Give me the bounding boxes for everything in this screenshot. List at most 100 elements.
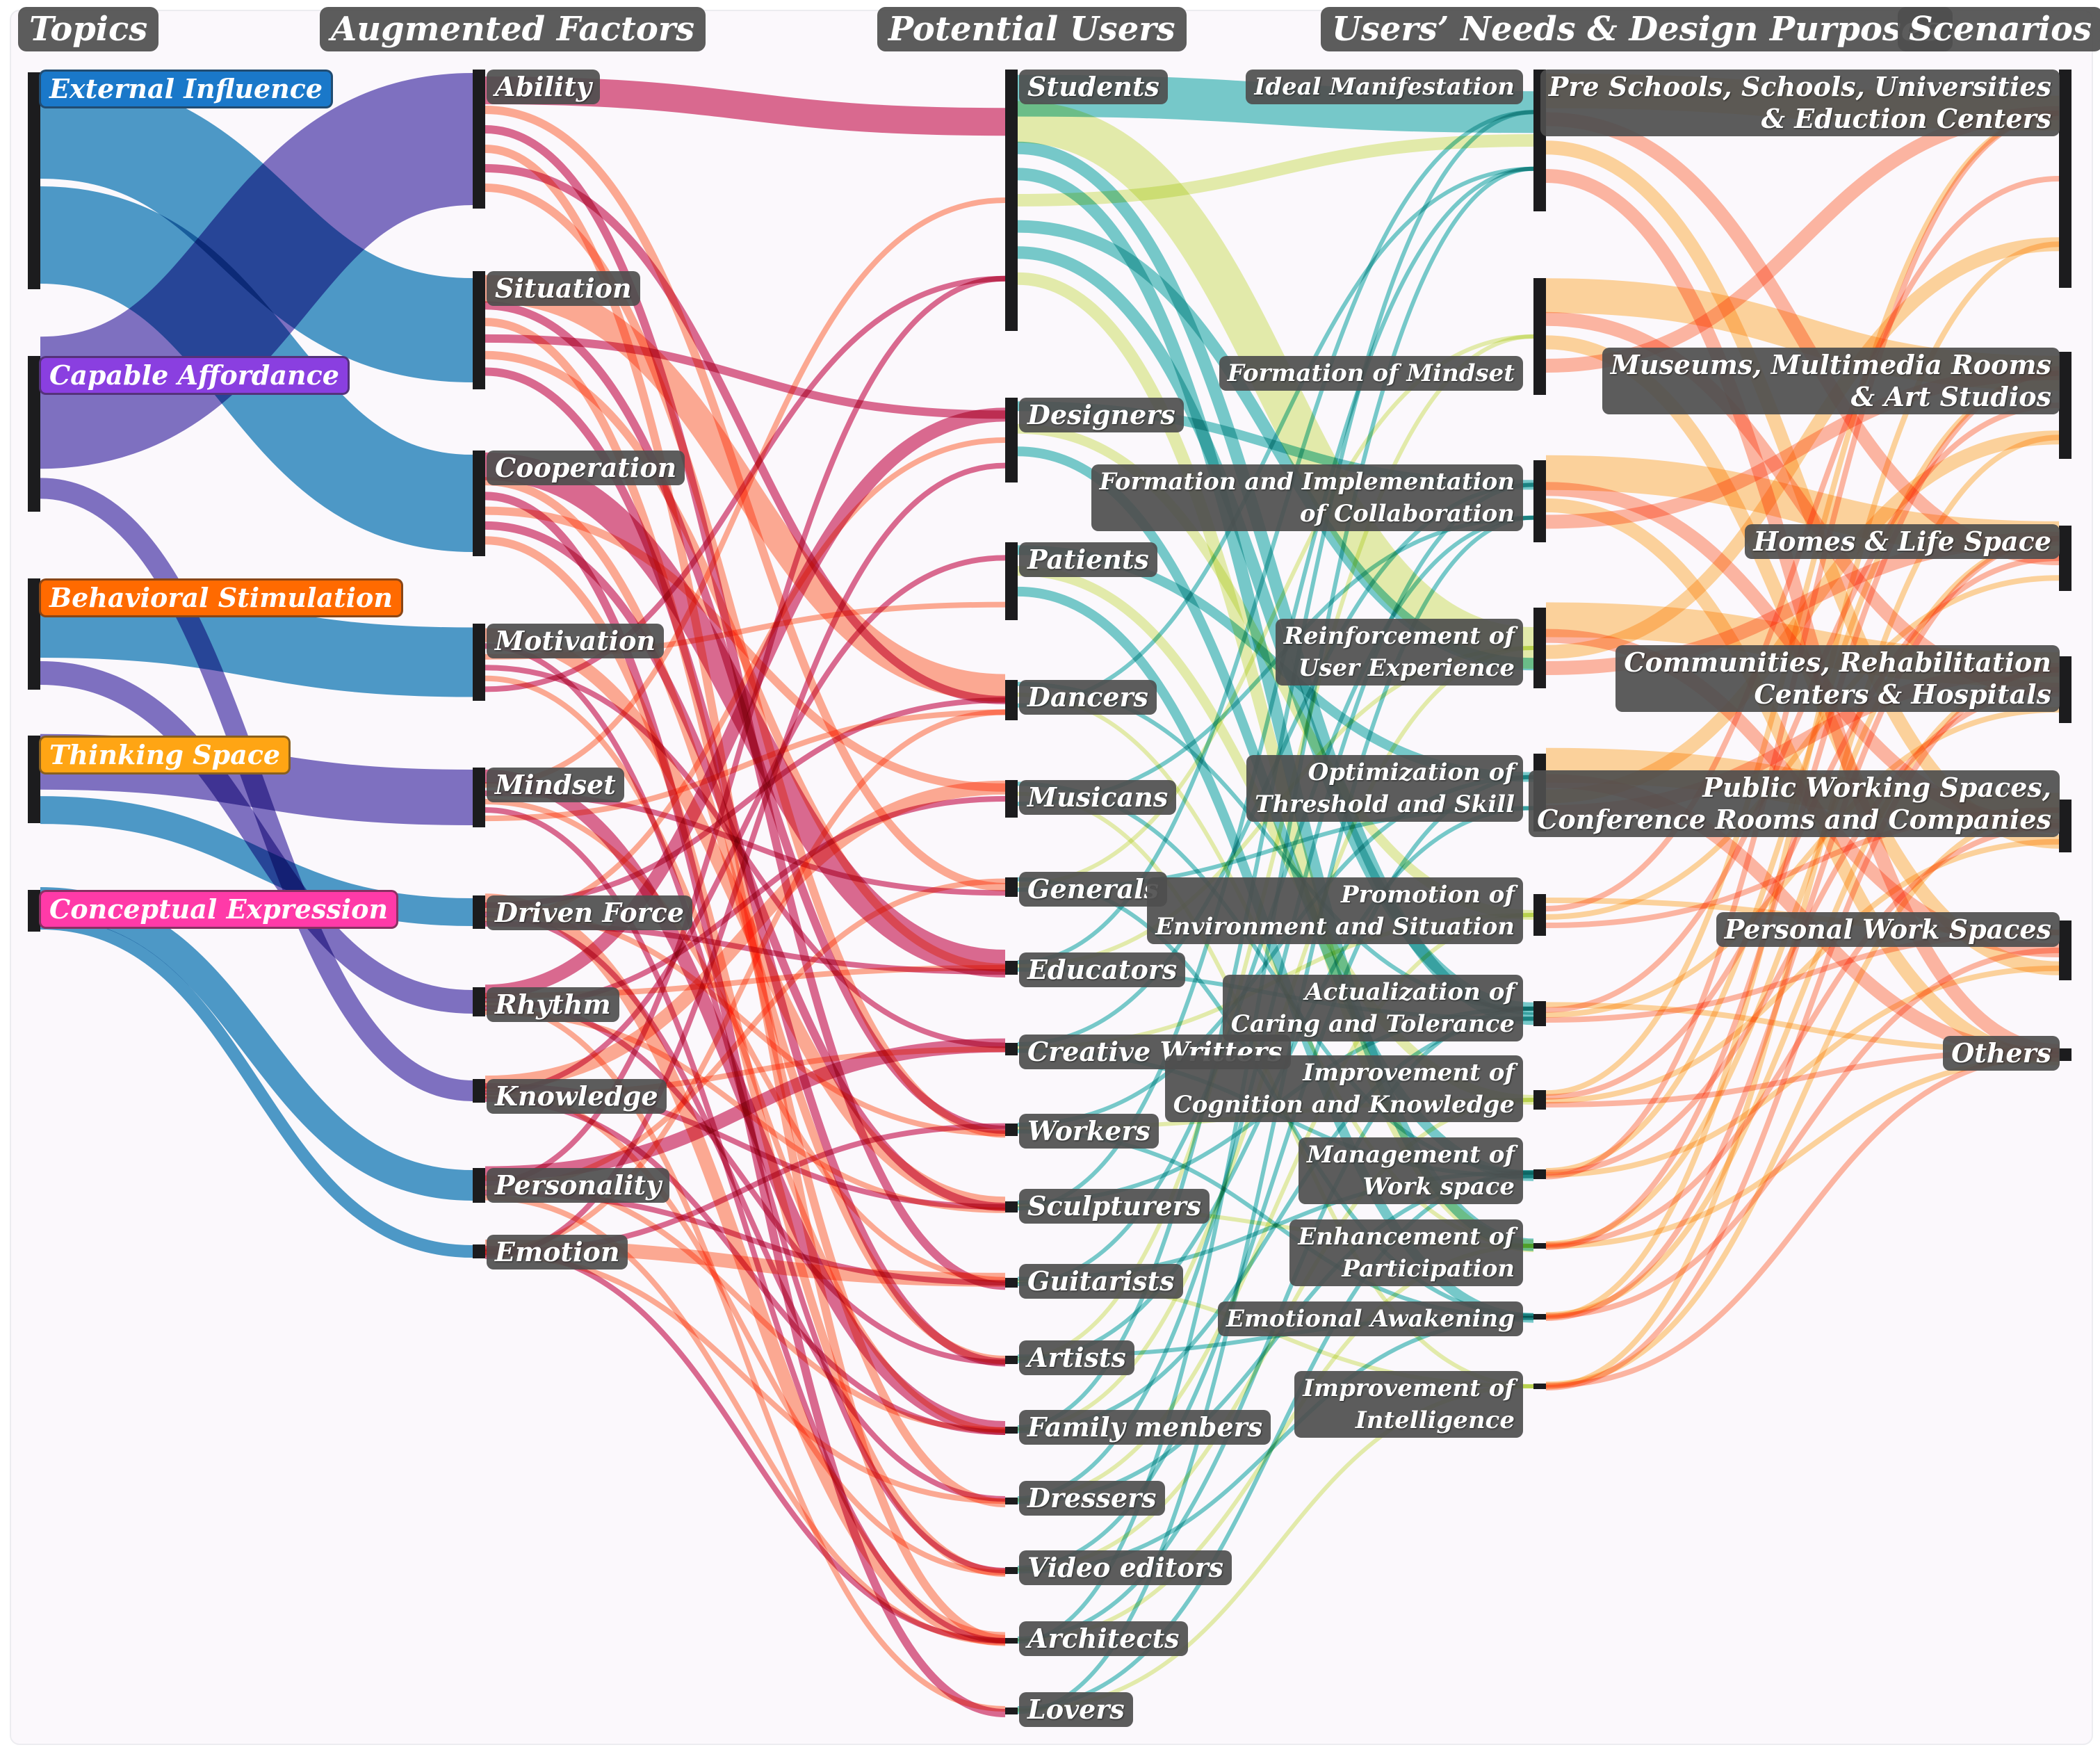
- node-s-0: [2059, 70, 2071, 288]
- flow-factor-user-59: [485, 462, 1006, 1259]
- need-management-of-work-space: Management of Work space: [1299, 1137, 1523, 1204]
- node-f-4: [473, 768, 485, 827]
- node-s-1: [2059, 352, 2071, 459]
- scenario-homes: Homes & Life Space: [1745, 524, 2060, 559]
- node-f-3: [473, 624, 485, 701]
- user-generals: Generals: [1019, 872, 1167, 907]
- flow-need-scenario-30: [1545, 838, 2060, 1104]
- flow-factor-user-9: [485, 334, 1006, 419]
- user-video-editors: Video editors: [1019, 1550, 1232, 1585]
- scenario-personal-work-spaces: Personal Work Spaces: [1716, 912, 2060, 947]
- flow-factor-user-56: [485, 709, 1006, 1254]
- header-topics: Topics: [18, 7, 159, 51]
- flow-factor-user-15: [485, 506, 1006, 792]
- need-user-experience: Reinforcement of User Experience: [1275, 619, 1523, 686]
- need-caring-and-tolerance: Actualization of Caring and Tolerance: [1222, 975, 1523, 1041]
- node-u-2: [1005, 542, 1018, 620]
- need-emotional-awakening: Emotional Awakening: [1218, 1301, 1523, 1336]
- user-family-menbers: Family menbers: [1019, 1410, 1271, 1445]
- node-u-1: [1005, 398, 1018, 482]
- flow-user-need-16: [1017, 166, 1534, 708]
- flow-need-scenario-28: [1545, 110, 2060, 1096]
- flow-user-need-15: [1017, 692, 1534, 1248]
- flow-topic-factor-4: [40, 588, 473, 697]
- flow-user-need-23: [1017, 110, 1534, 964]
- node-n-7: [1533, 1090, 1546, 1110]
- node-u-16: [1005, 1708, 1018, 1714]
- factor-ability: Ability: [487, 70, 600, 104]
- topic-capable-affordance: Capable Affordance: [39, 356, 350, 395]
- flow-need-scenario-46: [1545, 435, 2060, 1390]
- node-s-4: [2059, 800, 2071, 852]
- topic-behavioral-stimulation: Behavioral Stimulation: [39, 578, 403, 617]
- node-t-1: [28, 356, 40, 512]
- factor-knowledge: Knowledge: [487, 1079, 667, 1114]
- node-f-1: [473, 271, 485, 389]
- node-u-5: [1005, 877, 1018, 897]
- user-educators: Educators: [1019, 952, 1186, 987]
- node-u-9: [1005, 1201, 1018, 1212]
- factor-emotion: Emotion: [487, 1235, 628, 1270]
- node-n-5: [1533, 894, 1546, 936]
- node-u-6: [1005, 961, 1018, 975]
- flow-user-need-4: [1017, 134, 1534, 206]
- flow-factor-user-55: [485, 1245, 1006, 1644]
- node-t-3: [28, 736, 40, 823]
- flow-need-scenario-44: [1545, 807, 2060, 1388]
- flow-need-scenario-26: [1545, 706, 2060, 1018]
- flow-user-need-47: [1017, 774, 1534, 1570]
- flow-user-need-45: [1017, 913, 1534, 1502]
- flow-topic-factor-8: [40, 887, 473, 1201]
- header-needs-design-purposes: Users’ Needs & Design Purposes: [1321, 7, 1953, 51]
- topic-thinking-space: Thinking Space: [39, 736, 291, 774]
- node-u-12: [1005, 1427, 1018, 1434]
- flow-need-scenario-22: [1545, 575, 2060, 920]
- node-u-0: [1005, 70, 1018, 331]
- factor-mindset: Mindset: [487, 768, 624, 802]
- node-s-6: [2059, 1048, 2071, 1061]
- node-n-3: [1533, 608, 1546, 688]
- flow-factor-user-23: [485, 275, 1006, 692]
- node-u-10: [1005, 1278, 1018, 1288]
- flow-need-scenario-41: [1545, 948, 2060, 1319]
- flow-factor-user-29: [485, 709, 1006, 822]
- node-n-6: [1533, 1001, 1546, 1026]
- header-augmented-factors: Augmented Factors: [320, 7, 706, 51]
- flow-factor-user-42: [485, 780, 1006, 1090]
- node-n-9: [1533, 1243, 1546, 1249]
- factor-cooperation: Cooperation: [487, 451, 685, 485]
- scenario-others: Others: [1943, 1036, 2060, 1071]
- node-u-7: [1005, 1043, 1018, 1055]
- flow-topic-factor-5: [40, 661, 473, 1014]
- need-enhancement-of-participation: Enhancement of Participation: [1289, 1219, 1523, 1286]
- node-f-0: [473, 70, 485, 209]
- factor-driven-force: Driven Force: [487, 895, 693, 930]
- flow-need-scenario-35: [1545, 110, 2060, 1180]
- user-musicans: Musicans: [1019, 780, 1177, 815]
- node-s-2: [2059, 526, 2071, 591]
- topic-conceptual-expression: Conceptual Expression: [39, 890, 399, 929]
- scenario-communities-hospitals: Communities, Rehabilitation Centers & Ho…: [1615, 645, 2060, 712]
- flow-factor-user-34: [485, 437, 1006, 923]
- flow-need-scenario-34: [1545, 965, 2060, 1178]
- flow-factor-user-50: [485, 275, 1006, 1186]
- node-f-6: [473, 987, 485, 1016]
- need-ideal-manifestation: Ideal Manifestation: [1246, 70, 1523, 104]
- node-n-8: [1533, 1169, 1546, 1179]
- user-architects: Architects: [1019, 1621, 1188, 1656]
- need-formation-of-mindset: Formation of Mindset: [1219, 356, 1523, 391]
- header-scenarios: Scenarios: [1898, 7, 2100, 51]
- flow-user-need-43: [1017, 1016, 1534, 1434]
- node-n-11: [1533, 1384, 1546, 1389]
- node-n-1: [1533, 278, 1546, 395]
- node-f-9: [473, 1244, 485, 1258]
- scenario-museums: Museums, Multimedia Rooms & Art Studios: [1602, 348, 2060, 414]
- scenario-schools: Pre Schools, Schools, Universities & Edu…: [1540, 70, 2060, 136]
- user-dancers: Dancers: [1019, 680, 1157, 715]
- flow-factor-user-18: [485, 628, 1006, 1211]
- node-n-10: [1533, 1314, 1546, 1320]
- user-dressers: Dressers: [1019, 1481, 1165, 1516]
- node-u-14: [1005, 1567, 1018, 1574]
- user-artists: Artists: [1019, 1340, 1134, 1375]
- user-students: Students: [1019, 70, 1168, 104]
